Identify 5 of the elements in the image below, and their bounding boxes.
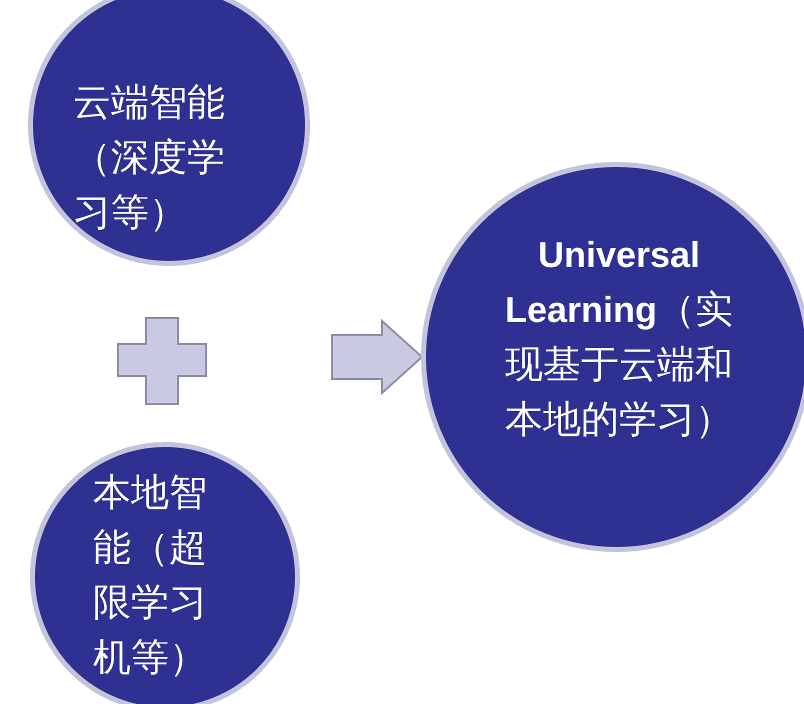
node-text: 本地智能（超限学习机等）	[93, 469, 208, 681]
block-arrow	[331, 318, 424, 396]
node-text: 云端智能（深度学习等）	[73, 79, 226, 236]
node-text: Universal Learning（实现基于云端和本地的学习）	[504, 233, 734, 443]
plus-sign	[117, 317, 207, 405]
